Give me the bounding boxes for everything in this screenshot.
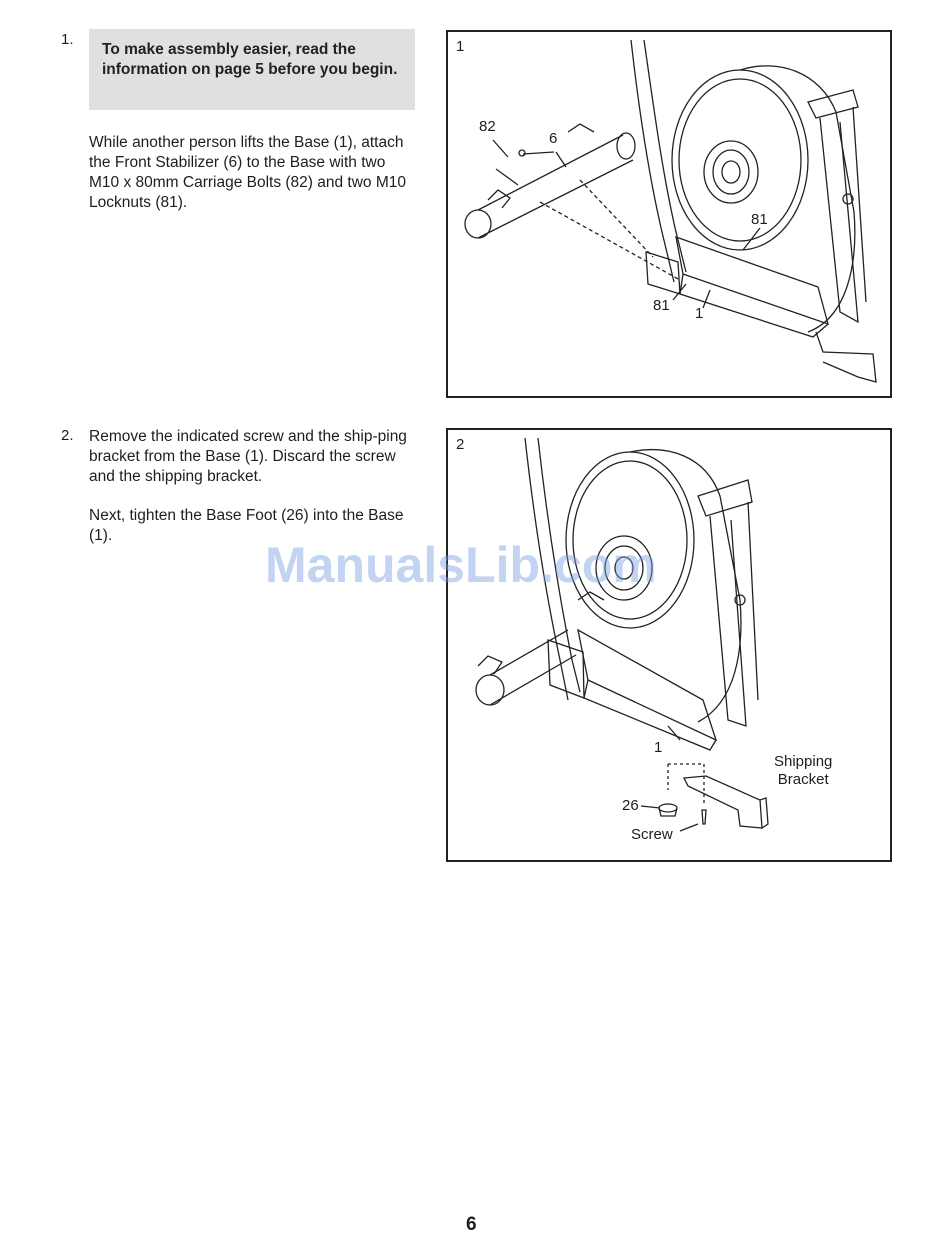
step-1-instructions: While another person lifts the Base (1),… bbox=[89, 134, 407, 211]
figure-2-callout-1: 1 bbox=[654, 739, 663, 756]
figure-1-number: 1 bbox=[456, 38, 465, 55]
figure-2-drawing bbox=[475, 437, 769, 832]
figure-2-callout-26: 26 bbox=[622, 797, 639, 814]
figure-1-callout-1: 1 bbox=[695, 305, 704, 322]
step-1-number: 1. bbox=[61, 31, 74, 48]
figure-2-number: 2 bbox=[456, 436, 465, 453]
page-number: 6 bbox=[466, 1214, 477, 1235]
step-2-number: 2. bbox=[61, 427, 74, 444]
figure-2: 2 bbox=[446, 428, 892, 862]
figure-1-callout-6: 6 bbox=[549, 130, 558, 147]
figure-1: 1 bbox=[446, 30, 892, 398]
shipping-bracket-line-1: Shipping bbox=[774, 753, 833, 770]
shipping-bracket-line-2: Bracket bbox=[777, 771, 829, 788]
figure-1-callout-81-bottom: 81 bbox=[653, 297, 670, 314]
assembly-note: To make assembly easier, read the inform… bbox=[89, 29, 415, 110]
step-2-instructions: Remove the indicated screw and the ship-… bbox=[89, 428, 407, 485]
figure-1-drawing bbox=[464, 39, 877, 383]
figure-2-callout-shipping-bracket: Shipping Bracket bbox=[774, 753, 832, 789]
step-2-next-instruction: Next, tighten the Base Foot (26) into th… bbox=[89, 507, 404, 544]
figure-2-callout-screw: Screw bbox=[631, 826, 673, 843]
figure-1-callout-81-top: 81 bbox=[751, 211, 768, 228]
figure-1-callout-82: 82 bbox=[479, 118, 496, 135]
